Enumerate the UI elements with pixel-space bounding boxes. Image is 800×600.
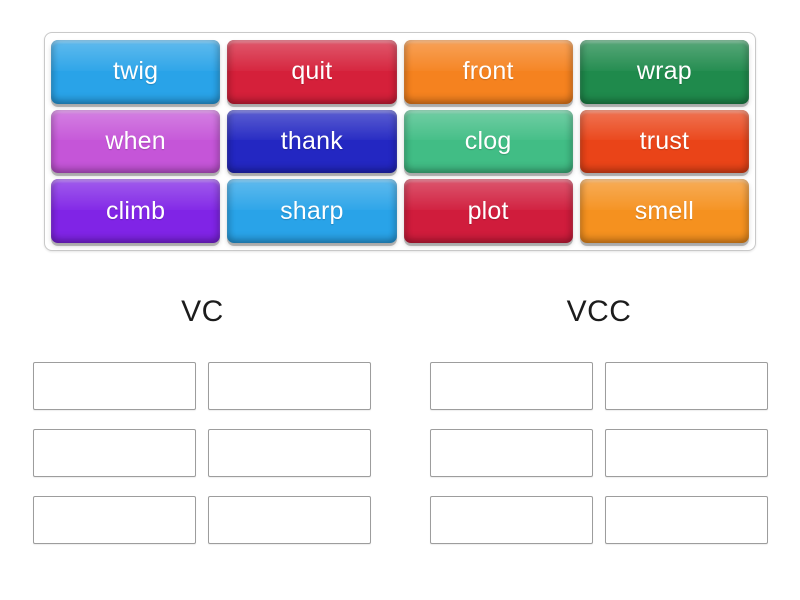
- drop-zone[interactable]: [605, 362, 768, 410]
- dropzone-group-vc: [33, 362, 371, 544]
- word-tile-label: clog: [464, 126, 512, 155]
- word-tile[interactable]: thank: [227, 109, 397, 174]
- word-bank-panel: twig quit front wrap when thank clog tru…: [44, 32, 756, 251]
- drop-zone[interactable]: [430, 362, 593, 410]
- word-tile[interactable]: front: [403, 40, 573, 104]
- word-tile-label: front: [462, 57, 514, 86]
- word-tile[interactable]: plot: [403, 179, 573, 243]
- word-tile-label: when: [105, 126, 166, 155]
- drop-zone[interactable]: [33, 362, 196, 410]
- word-tile-label: sharp: [280, 196, 344, 225]
- drop-zone[interactable]: [605, 496, 768, 544]
- drop-zone[interactable]: [33, 496, 196, 544]
- drop-zone[interactable]: [605, 429, 768, 477]
- drop-zone[interactable]: [430, 429, 593, 477]
- word-tile-label: climb: [105, 196, 166, 225]
- drop-zone[interactable]: [430, 496, 593, 544]
- word-tile[interactable]: sharp: [227, 179, 397, 243]
- word-tile[interactable]: quit: [227, 40, 397, 104]
- word-tile-label: thank: [280, 126, 343, 155]
- word-tile-label: wrap: [636, 57, 692, 86]
- word-tile-label: twig: [112, 57, 159, 86]
- word-tile-label: plot: [467, 196, 509, 225]
- category-title-vc: VC: [181, 295, 224, 328]
- word-tile[interactable]: clog: [403, 109, 573, 174]
- word-tile[interactable]: wrap: [579, 40, 749, 104]
- drop-zone[interactable]: [33, 429, 196, 477]
- word-tile[interactable]: trust: [579, 109, 749, 174]
- word-tile-label: smell: [634, 196, 695, 225]
- drop-zone[interactable]: [208, 429, 371, 477]
- word-tile-grid: twig quit front wrap when thank clog tru…: [51, 40, 749, 243]
- drop-zone[interactable]: [208, 496, 371, 544]
- word-tile-label: quit: [291, 57, 333, 86]
- word-tile[interactable]: when: [51, 109, 221, 174]
- word-tile-label: trust: [639, 126, 690, 155]
- dropzone-group-vcc: [430, 362, 768, 544]
- word-tile[interactable]: smell: [579, 179, 749, 243]
- word-tile[interactable]: climb: [51, 179, 221, 243]
- category-title-vcc: VCC: [566, 295, 632, 328]
- drop-zone[interactable]: [208, 362, 371, 410]
- word-tile[interactable]: twig: [51, 40, 221, 104]
